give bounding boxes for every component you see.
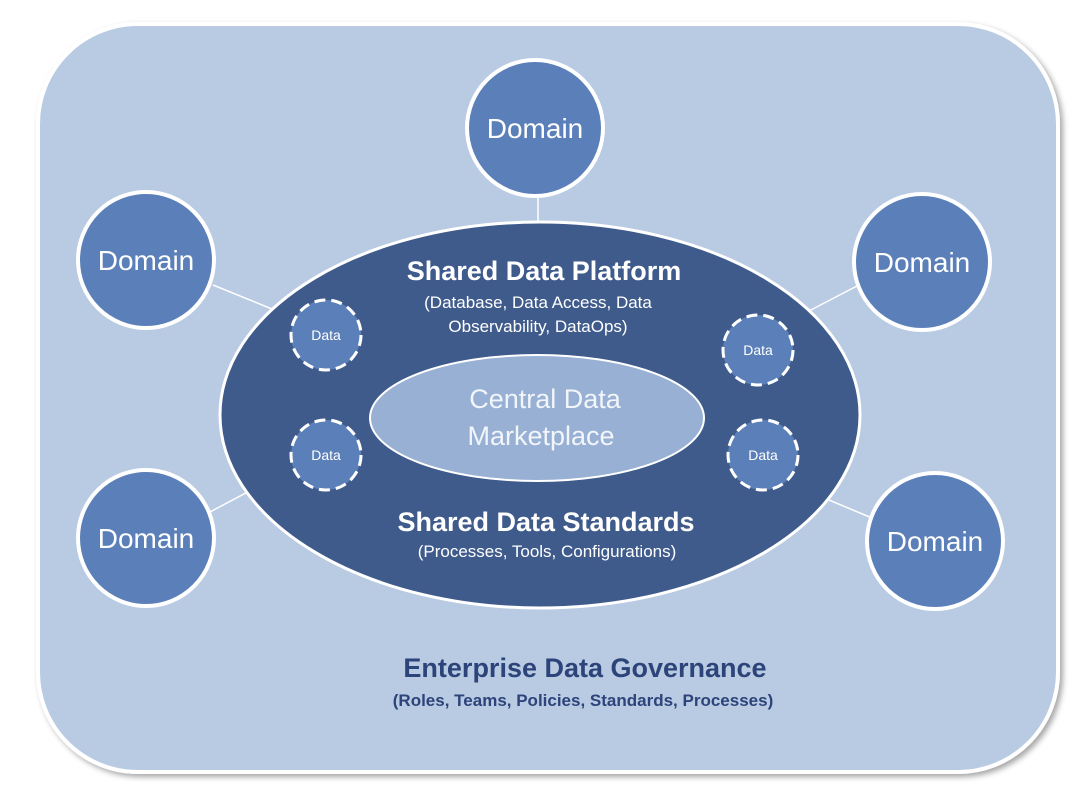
domain-node-top: Domain [465,58,605,198]
data-node-circle [721,313,795,387]
domain-circle [852,192,992,332]
data-node-upper-left: Data [289,298,363,372]
data-node-circle [726,418,800,492]
domain-label: Domain [98,523,194,554]
governance-title: Enterprise Data Governance [403,653,766,683]
data-node-label: Data [748,447,778,463]
domain-label: Domain [487,113,583,144]
domain-node-lower-left: Domain [76,468,216,608]
data-node-lower-right: Data [726,418,800,492]
domain-node-upper-left: Domain [76,190,216,330]
data-node-label: Data [311,447,341,463]
domain-circle [76,468,216,608]
data-node-label: Data [743,342,773,358]
standards-title: Shared Data Standards [397,507,694,537]
data-node-lower-left: Data [289,418,363,492]
platform-subtitle-line2: Observability, DataOps) [448,317,627,336]
domain-node-upper-right: Domain [852,192,992,332]
central-data-marketplace-ellipse [369,354,705,482]
domain-label: Domain [98,245,194,276]
standards-subtitle: (Processes, Tools, Configurations) [418,542,677,561]
data-node-circle [289,418,363,492]
data-node-upper-right: Data [721,313,795,387]
platform-title: Shared Data Platform [407,256,682,286]
domain-circle [76,190,216,330]
marketplace-label-line2: Marketplace [467,421,614,451]
domain-circle [865,471,1005,611]
platform-subtitle-line1: (Database, Data Access, Data [424,293,652,312]
data-node-circle [289,298,363,372]
governance-subtitle: (Roles, Teams, Policies, Standards, Proc… [393,691,773,710]
data-node-label: Data [311,327,341,343]
marketplace-label-line1: Central Data [469,384,622,414]
domain-node-lower-right: Domain [865,471,1005,611]
domain-label: Domain [887,526,983,557]
domain-label: Domain [874,247,970,278]
domain-circle [465,58,605,198]
